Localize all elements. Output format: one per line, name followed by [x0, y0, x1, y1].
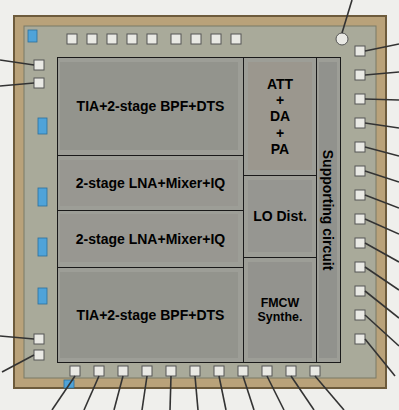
circuit-block: TIA+2-stage BPF+DTS: [57, 267, 244, 363]
bond-wire: [114, 376, 123, 410]
bond-pad: [286, 366, 296, 376]
bond-wire: [365, 99, 399, 100]
block-label: TIA+2-stage BPF+DTS: [77, 98, 225, 114]
block-label: ATT + DA + PA: [267, 76, 293, 156]
bond-pad: [67, 34, 77, 44]
bond-wire: [365, 339, 395, 376]
bond-pad: [94, 366, 104, 376]
blue-pad: [28, 30, 37, 42]
bond-wire: [365, 147, 399, 156]
bond-wire: [365, 291, 399, 318]
bond-wire: [365, 243, 399, 262]
bond-pad: [238, 366, 248, 376]
circuit-block: LO Dist.: [243, 175, 317, 258]
bond-wire: [0, 83, 34, 86]
bond-pad: [262, 366, 272, 376]
block-label: LO Dist.: [253, 208, 307, 224]
bond-wire: [315, 376, 344, 410]
bond-pad: [118, 366, 128, 376]
circuit-block: TIA+2-stage BPF+DTS: [57, 57, 244, 156]
chip-seal-ring: [14, 16, 386, 388]
bond-wire: [142, 376, 147, 410]
bond-wire: [0, 60, 34, 65]
bond-wire: [52, 376, 75, 410]
block-label: Supporting circuit: [320, 150, 336, 271]
bond-wire: [2, 355, 34, 372]
chip-core: [24, 26, 376, 378]
bond-pad: [34, 350, 44, 360]
bond-wire: [365, 315, 399, 346]
bond-pad: [34, 60, 44, 70]
bond-pad: [127, 34, 137, 44]
bond-pad: [70, 366, 80, 376]
bond-pad: [355, 94, 365, 104]
bond-pad: [355, 118, 365, 128]
bond-pad: [355, 334, 365, 344]
blue-pad: [38, 188, 47, 206]
bond-wire: [342, 0, 352, 33]
bond-pad: [355, 46, 365, 56]
bond-pad: [166, 366, 176, 376]
bond-wire: [365, 44, 399, 51]
bond-pad: [355, 70, 365, 80]
circuit-block: 2-stage LNA+Mixer+IQ: [57, 155, 244, 211]
bond-wire: [84, 376, 99, 410]
blue-pad: [38, 118, 47, 134]
bond-pad: [211, 34, 221, 44]
bond-pad: [147, 34, 157, 44]
circuit-block: 2-stage LNA+Mixer+IQ: [57, 210, 244, 268]
bond-pad: [355, 238, 365, 248]
bond-pad: [355, 166, 365, 176]
bond-pad: [34, 334, 44, 344]
bond-pad: [310, 366, 320, 376]
bond-wire: [0, 336, 34, 339]
bond-wire: [365, 195, 399, 208]
bond-wire: [291, 376, 314, 410]
bond-pad: [107, 34, 117, 44]
bond-pad: [355, 190, 365, 200]
bond-wire: [365, 267, 399, 290]
bond-pad: [191, 34, 201, 44]
bond-pad: [87, 34, 97, 44]
block-label: 2-stage LNA+Mixer+IQ: [76, 175, 225, 191]
bond-wire: [365, 219, 399, 234]
bond-pad: [142, 366, 152, 376]
bond-wire: [365, 72, 399, 75]
circuit-block: FMCW Synthe.: [243, 257, 317, 363]
blue-pad: [38, 238, 47, 256]
bond-pad: [355, 214, 365, 224]
bond-wire: [195, 376, 198, 410]
blue-pad: [38, 288, 47, 304]
bond-wire: [170, 376, 171, 410]
block-label: FMCW Synthe.: [244, 296, 316, 325]
block-label: TIA+2-stage BPF+DTS: [77, 307, 225, 323]
bond-pad: [231, 34, 241, 44]
bond-pad: [171, 34, 181, 44]
bond-pad: [355, 262, 365, 272]
bond-pad: [336, 33, 348, 45]
bond-pad: [34, 78, 44, 88]
bond-pad: [355, 286, 365, 296]
bond-wire: [243, 376, 254, 410]
bond-wire: [365, 171, 399, 182]
bond-pad: [355, 310, 365, 320]
bond-wire: [365, 123, 399, 128]
bond-pad: [190, 366, 200, 376]
block-label: 2-stage LNA+Mixer+IQ: [76, 231, 225, 247]
circuit-block: Supporting circuit: [316, 57, 341, 363]
bond-pad: [214, 366, 224, 376]
circuit-block: ATT + DA + PA: [243, 57, 317, 176]
bond-pad: [355, 142, 365, 152]
bond-wire: [219, 376, 226, 410]
bond-wire: [267, 376, 284, 410]
